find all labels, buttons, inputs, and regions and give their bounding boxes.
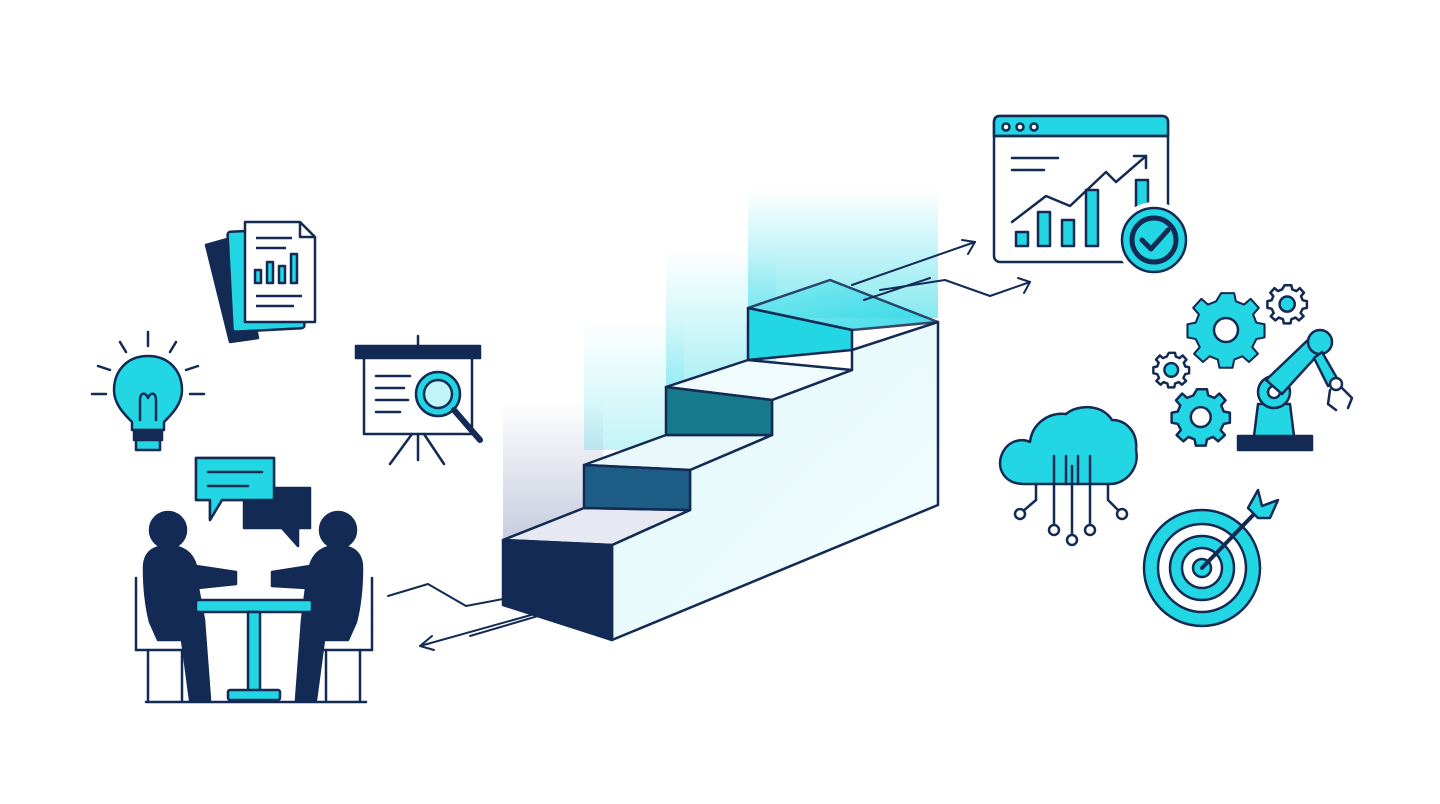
gears-icon — [1152, 283, 1309, 447]
step-1-riser — [501, 538, 614, 642]
robotic-arm-icon — [1236, 328, 1354, 452]
meeting-people-icon — [134, 456, 374, 704]
report-document-icon — [204, 220, 317, 344]
success-check-icon — [1116, 202, 1192, 278]
analytics-dashboard-icon — [992, 114, 1192, 278]
staircase-icon — [501, 188, 940, 642]
presentation-magnifier-icon — [354, 334, 483, 466]
step-4-riser — [746, 306, 854, 362]
progress-arrows-up — [851, 239, 1031, 301]
target-arrow-icon — [1142, 488, 1280, 628]
step-3-riser — [664, 385, 774, 437]
cloud-network-icon — [998, 406, 1138, 547]
progress-arrows-down — [387, 583, 557, 651]
lightbulb-icon — [90, 330, 206, 452]
step-2-riser — [582, 463, 692, 512]
